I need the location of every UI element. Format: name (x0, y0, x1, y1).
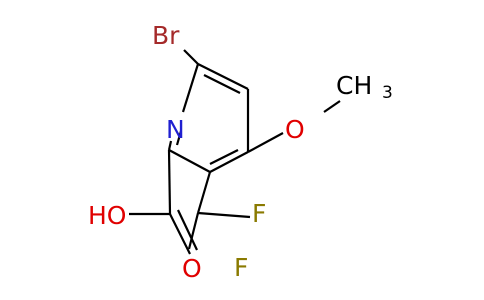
bond-cooh-o-1 (169, 213, 191, 255)
bond-n-c6 (181, 63, 200, 113)
carbonyl-oxygen-label: O (182, 254, 202, 283)
pyridine-ring (167, 63, 250, 173)
bond-cooh-o-2 (177, 209, 198, 251)
fluorine-lower-label: F (234, 253, 248, 282)
fluorine-upper-label: F (252, 199, 266, 228)
bond-c6-br (183, 49, 199, 65)
bromine-label: Br (152, 21, 180, 50)
bond-c3-c2 (168, 149, 211, 173)
bond-c6-c5-inner (203, 74, 241, 94)
bond-c4-o (247, 132, 284, 153)
bond-o-ch3 (323, 100, 341, 113)
bond-c4-c3-inner (209, 149, 239, 165)
bond-c4-c3 (209, 151, 249, 173)
methoxy-oxygen-label: O (285, 115, 305, 144)
bond-cf2-f-lower (187, 212, 200, 250)
bond-c2-cooh (167, 149, 172, 215)
bond-c3-cf2 (196, 171, 212, 214)
bond-c6-c5 (197, 63, 249, 90)
bond-c2-n (167, 140, 173, 151)
bond-c2-n-inner (175, 130, 183, 146)
hydroxyl-label: HO (88, 201, 126, 230)
methyl-label: CH (336, 71, 372, 100)
methyl-subscript: 3 (382, 83, 393, 103)
bond-cf2-f-upper (197, 211, 251, 219)
ring-nitrogen-label: N (166, 115, 185, 144)
